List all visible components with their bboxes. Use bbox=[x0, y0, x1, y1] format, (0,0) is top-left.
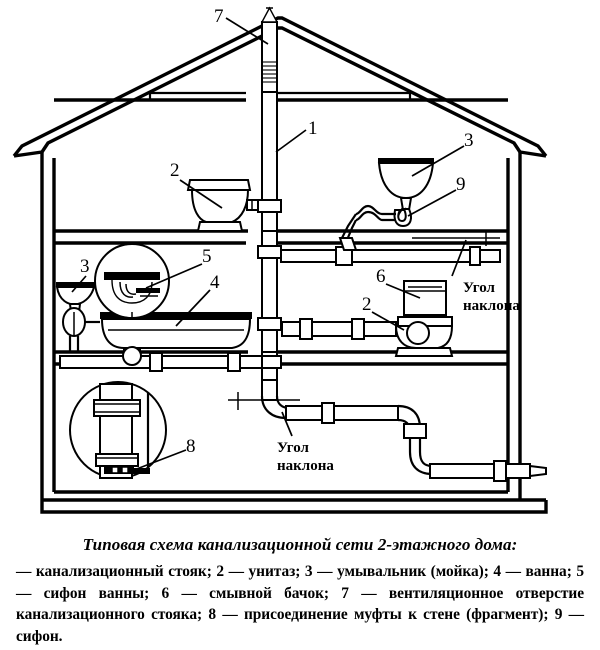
branch-pipe-upper bbox=[280, 232, 501, 277]
callout-label-7: 7 bbox=[214, 6, 224, 27]
callout-3-lower: 3 bbox=[71, 256, 90, 293]
callout-7: 7 bbox=[214, 6, 269, 45]
callout-label-6: 6 bbox=[376, 266, 386, 287]
callout-label-5: 5 bbox=[202, 246, 212, 267]
callout-2-upper: 2 bbox=[170, 160, 223, 209]
callout-6: 6 bbox=[376, 266, 421, 299]
floor-collector-pipe bbox=[59, 346, 263, 372]
callout-label-1: 1 bbox=[308, 118, 318, 139]
callout-label-3-lower: 3 bbox=[80, 256, 90, 277]
callout-9: 9 bbox=[407, 174, 466, 217]
angle-annotation-right: Угол наклона bbox=[463, 280, 520, 314]
vent-cap bbox=[260, 6, 279, 23]
callout-label-8: 8 bbox=[186, 436, 196, 457]
callout-label-2-upper: 2 bbox=[170, 160, 180, 181]
plumbing-schematic-diagram: Угол наклона bbox=[12, 6, 548, 514]
angle-label-right-line2: наклона bbox=[463, 298, 520, 314]
callout-label-2-lower: 2 bbox=[362, 294, 372, 315]
angle-label-left-line2: наклона bbox=[277, 458, 334, 474]
angle-label-right-line1: Угол bbox=[463, 280, 496, 296]
callout-5: 5 bbox=[145, 246, 212, 289]
basement-outlet-run bbox=[228, 379, 547, 482]
callout-label-4: 4 bbox=[210, 272, 220, 293]
callout-8: 8 bbox=[133, 436, 196, 471]
callout-label-3-upper: 3 bbox=[464, 130, 474, 151]
detail-circle-bath-siphon bbox=[94, 243, 170, 319]
callout-3-upper: 3 bbox=[411, 130, 474, 177]
detail-circle-coupling bbox=[69, 381, 167, 479]
callout-label-9: 9 bbox=[456, 174, 466, 195]
house-outline bbox=[12, 16, 548, 514]
washbasin-lower bbox=[55, 282, 100, 352]
callout-2-lower: 2 bbox=[362, 294, 405, 331]
figure-caption: Типовая схема канализационной сети 2-эта… bbox=[0, 525, 600, 648]
angle-annotation-left: Угол наклона bbox=[277, 440, 334, 474]
callout-1: 1 bbox=[275, 118, 318, 153]
bathtub bbox=[100, 312, 252, 355]
schematic-svg: Угол наклона bbox=[12, 6, 548, 514]
angle-label-left-line1: Угол bbox=[277, 440, 310, 456]
stack-ribbed-collar bbox=[262, 61, 277, 83]
toilet-upper bbox=[186, 179, 259, 232]
caption-body: — канализационный стояк; 2 — унитаз; 3 —… bbox=[16, 562, 584, 646]
caption-title: Типовая схема канализационной сети 2-эта… bbox=[82, 535, 518, 554]
toilet-lower bbox=[281, 316, 454, 357]
callout-4: 4 bbox=[175, 272, 220, 327]
sewer-stack-pipe bbox=[257, 6, 282, 395]
flush-cistern bbox=[403, 280, 447, 316]
